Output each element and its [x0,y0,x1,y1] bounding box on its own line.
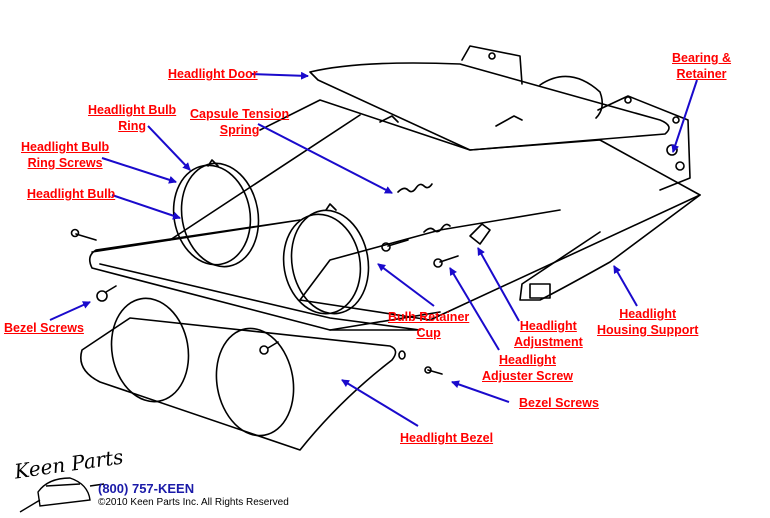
headlight-bulb-left [172,164,252,266]
label-text: Headlight Door [168,67,258,81]
label-text: Bearing & [672,51,732,65]
arrow-bearing-retainer [671,79,698,153]
arrow-bezel-screws-right [451,380,510,403]
copyright-notice: ©2010 Keen Parts Inc. All Rights Reserve… [98,497,289,508]
label-text: Bezel Screws [519,396,599,410]
headlight-bezel-part [80,317,397,451]
label-text: Cup [416,326,441,340]
label-text: Headlight Bezel [400,431,494,445]
label-text: Adjustment [514,335,583,349]
label-text: Spring [219,123,260,137]
arrow-headlight-bulb-ring [147,125,191,171]
label-text: Headlight Bulb [27,187,116,201]
arrow-capsule-tension-spring [257,123,393,194]
arrow-headlight-bulb [111,194,181,220]
label-headlight-adjustment[interactable]: Headlight Adjustment [514,318,583,350]
arrow-headlight-housing-support [613,265,638,307]
label-bearing-retainer[interactable]: Bearing & Retainer [672,50,731,82]
keen-parts-logo-car [19,477,105,513]
label-headlight-bulb[interactable]: Headlight Bulb [27,186,115,202]
phone-number[interactable]: (800) 757-KEEN [98,481,195,496]
label-text: Ring [118,119,146,133]
label-text: Headlight Bulb [21,140,110,154]
arrow-bezel-screws-left [49,301,91,321]
label-capsule-tension-spring[interactable]: Capsule Tension Spring [190,106,289,138]
label-text: Adjuster Screw [482,369,574,383]
label-text: Bezel Screws [4,321,84,335]
label-text: Retainer [676,67,727,81]
label-bezel-screws-left[interactable]: Bezel Screws [4,320,84,336]
arrow-headlight-adjustment [477,247,520,322]
arrow-headlight-bezel [341,379,419,427]
arrow-bulb-retainer-cup [377,263,435,307]
label-headlight-door[interactable]: Headlight Door [168,66,258,82]
label-text: Bulb Retainer [388,310,470,324]
label-headlight-housing-support[interactable]: Headlight Housing Support [597,306,698,338]
label-text: Housing Support [597,323,699,337]
label-text: Headlight [499,353,556,367]
bezel-frame [88,219,421,331]
label-headlight-bulb-ring[interactable]: Headlight Bulb Ring [88,102,176,134]
label-text: Ring Screws [27,156,103,170]
label-bulb-retainer-cup[interactable]: Bulb Retainer Cup [388,309,469,341]
label-headlight-adjuster-screw[interactable]: Headlight Adjuster Screw [482,352,573,384]
label-text: Headlight [519,319,577,333]
label-bezel-screws-right[interactable]: Bezel Screws [519,395,599,411]
arrow-bulb-ring-screws [101,157,177,184]
label-text: Capsule Tension [190,107,290,121]
label-text: Headlight Bulb [88,103,177,117]
label-headlight-bulb-ring-screws[interactable]: Headlight Bulb Ring Screws [21,139,109,171]
headlight-door-part [309,62,670,151]
label-headlight-bezel[interactable]: Headlight Bezel [400,430,493,446]
arrow-headlight-door [251,71,309,80]
label-text: Headlight [619,307,677,321]
arrow-headlight-adjuster-screw [449,267,500,351]
